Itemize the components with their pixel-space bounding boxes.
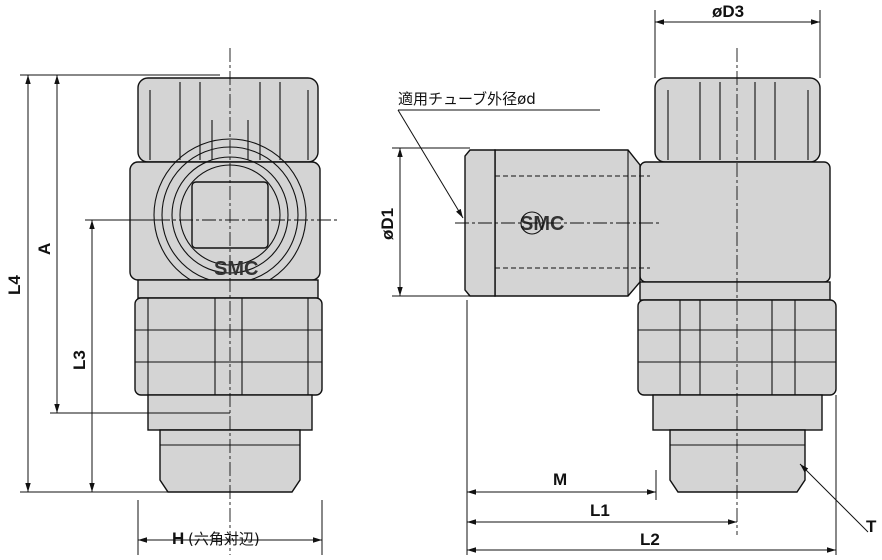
label-T: T — [866, 517, 877, 536]
cap — [654, 77, 821, 163]
side-view: SMC — [455, 48, 837, 535]
hex-nut — [134, 297, 323, 396]
side-logo: SMC — [520, 213, 564, 235]
thread — [669, 429, 806, 493]
label-L1: L1 — [590, 501, 610, 520]
label-tube-od: 適用チューブ外径ød — [398, 90, 536, 108]
label-H: H — [172, 529, 184, 548]
cap — [137, 77, 319, 163]
collar — [652, 394, 823, 431]
label-L4: L4 — [5, 275, 24, 295]
body — [639, 161, 831, 283]
label-M: M — [553, 470, 567, 489]
label-D1: øD1 — [378, 208, 397, 240]
label-H-note: (六角対辺) — [188, 530, 260, 548]
label-L2: L2 — [640, 530, 660, 549]
label-D3: øD3 — [712, 2, 744, 21]
front-view: SMC — [110, 48, 340, 555]
ring-logo: SMC — [214, 258, 258, 280]
label-L3: L3 — [70, 350, 89, 370]
label-A: A — [35, 243, 54, 255]
